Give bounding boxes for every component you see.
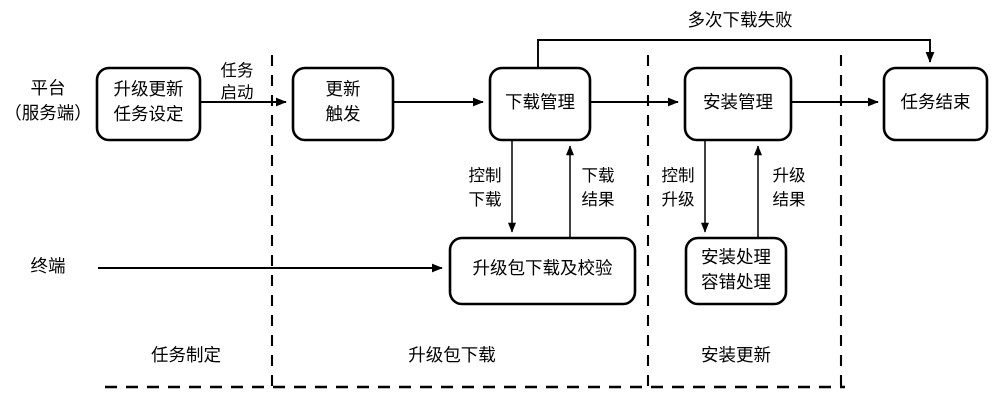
node-package-download-verify[interactable]: 升级包下载及校验 [448, 236, 637, 306]
node-download-management[interactable]: 下载管理 [488, 66, 592, 142]
node-task-setup-line1: 升级更新 [114, 79, 184, 99]
lane-label-terminal: 终端 [31, 256, 66, 276]
edge-label-download-result: 下载 结果 [582, 166, 615, 209]
node-package-download-verify-shape[interactable] [448, 236, 637, 306]
edge-label-task-start-line2: 启动 [221, 83, 254, 102]
edge-label-upgrade-result-line1: 升级 [773, 166, 806, 185]
edge-label-upgrade-result: 升级 结果 [773, 166, 806, 209]
node-download-management-label: 下载管理 [505, 92, 575, 112]
node-download-management-shape[interactable] [488, 66, 592, 142]
node-task-setup-line2: 任务设定 [114, 104, 184, 124]
node-install-fault-handling-shape[interactable] [684, 236, 788, 306]
node-install-fault-handling-line2: 容错处理 [701, 272, 771, 292]
edge-label-control-upgrade-line1: 控制 [662, 166, 695, 185]
node-task-setup-shape[interactable] [95, 66, 202, 142]
node-update-trigger[interactable]: 更新 触发 [291, 66, 395, 142]
edge-label-task-start: 任务 启动 [221, 61, 254, 102]
node-task-end[interactable]: 任务结束 [882, 66, 989, 142]
node-update-trigger-line2: 触发 [326, 104, 361, 124]
node-package-download-verify-label: 升级包下载及校验 [473, 258, 613, 278]
loop-label-download-failed: 多次下载失败 [688, 10, 793, 30]
node-task-end-label: 任务结束 [901, 92, 971, 112]
edge-label-control-upgrade-line2: 升级 [662, 190, 695, 209]
node-install-fault-handling-line1: 安装处理 [701, 247, 771, 267]
edge-download-retry-failed [537, 39, 935, 68]
node-task-setup[interactable]: 升级更新 任务设定 [95, 66, 202, 142]
node-task-end-shape[interactable] [882, 66, 989, 142]
edge-label-task-start-line1: 任务 [221, 61, 254, 80]
lane-platform-line1: 平台 [31, 78, 66, 98]
edge-label-download-result-line1: 下载 [582, 166, 615, 185]
lane-label-platform: 平台 （服务端） [4, 78, 92, 123]
node-install-fault-handling[interactable]: 安装处理 容错处理 [684, 236, 788, 306]
lane-platform-line2: （服务端） [4, 103, 92, 123]
lane-terminal-line1: 终端 [31, 256, 66, 276]
node-install-management-shape[interactable] [683, 66, 793, 142]
edge-label-control-download-line1: 控制 [469, 166, 502, 185]
edge-label-upgrade-result-line2: 结果 [773, 190, 806, 209]
node-install-management-label: 安装管理 [703, 92, 773, 112]
edge-label-control-download: 控制 下载 [469, 166, 502, 209]
phase-label-install-update: 安装更新 [701, 345, 771, 365]
node-install-management[interactable]: 安装管理 [683, 66, 793, 142]
node-update-trigger-shape[interactable] [291, 66, 395, 142]
phase-label-package-download: 升级包下载 [408, 345, 496, 365]
edge-label-control-download-line2: 下载 [469, 190, 502, 209]
edge-label-control-upgrade: 控制 升级 [662, 166, 695, 209]
edge-label-download-result-line2: 结果 [582, 190, 615, 209]
phase-label-task-formulation: 任务制定 [151, 345, 221, 365]
node-update-trigger-line1: 更新 [326, 79, 361, 99]
